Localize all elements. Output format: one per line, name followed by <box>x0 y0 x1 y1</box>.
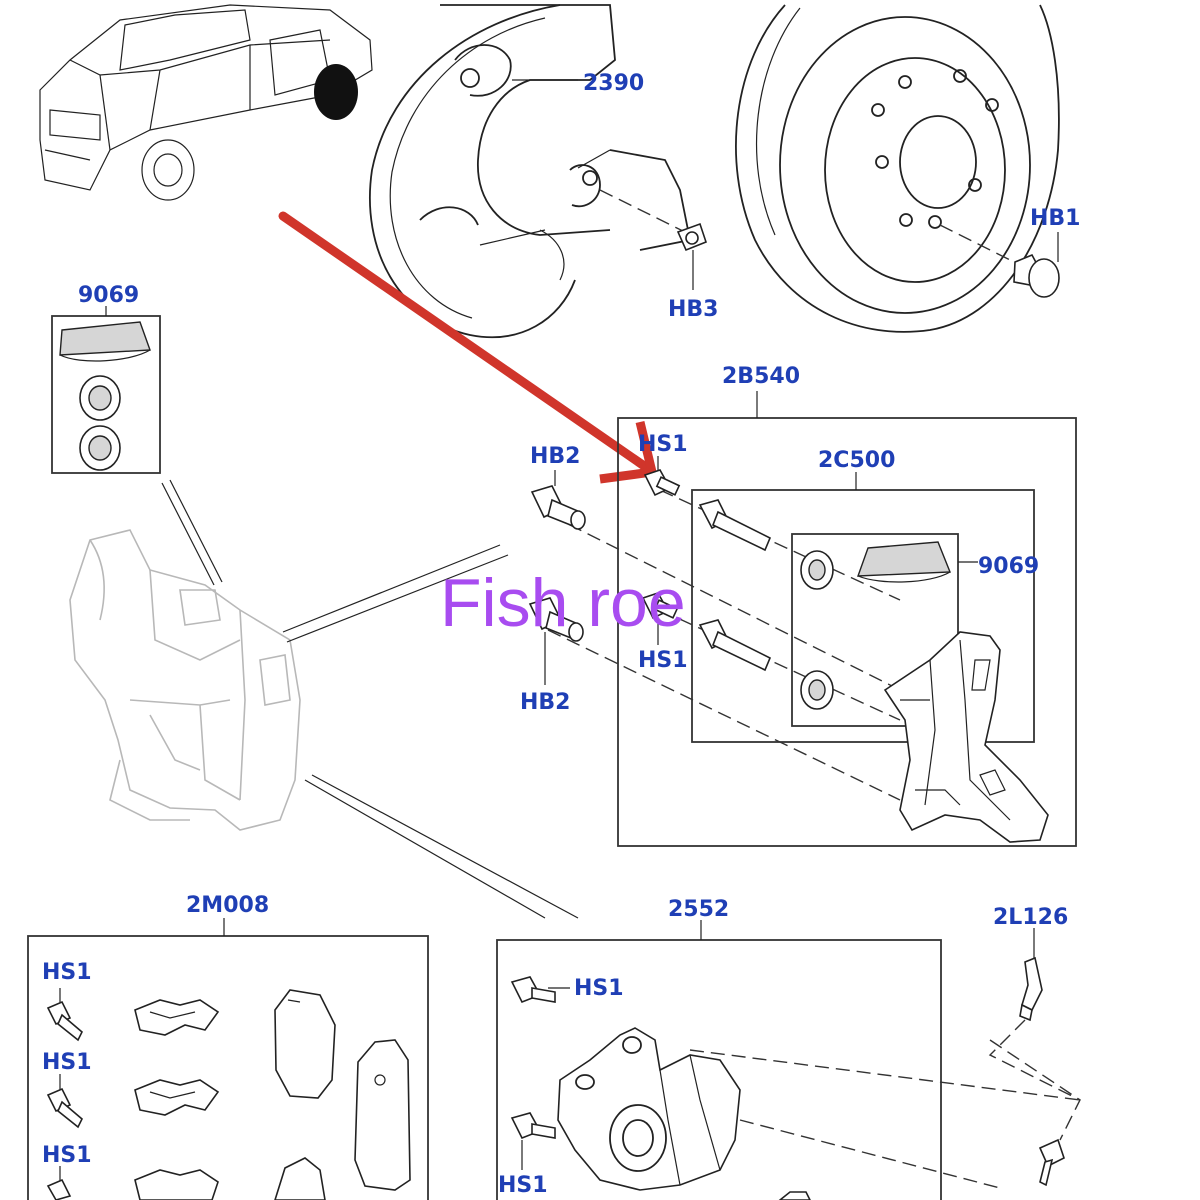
vehicle-illustration <box>39 4 373 201</box>
label-hs1-top: HS1 <box>638 432 688 457</box>
label-hb2-top: HB2 <box>530 444 581 469</box>
hb3-bolt <box>676 222 707 290</box>
bracket-kit-box <box>547 391 1077 847</box>
label-hb3: HB3 <box>668 297 719 322</box>
label-2l126: 2L126 <box>993 905 1068 930</box>
label-hb1: HB1 <box>1030 206 1081 231</box>
hb2-bolts <box>528 470 586 685</box>
label-9069-top: 9069 <box>78 283 139 308</box>
brake-disc-part <box>735 4 1060 333</box>
label-2552: 2552 <box>668 897 729 922</box>
label-pad-hs1-2: HS1 <box>42 1050 92 1075</box>
label-2b540: 2B540 <box>722 364 800 389</box>
label-2c500: 2C500 <box>818 448 895 473</box>
label-hb2-bottom: HB2 <box>520 690 571 715</box>
label-9069-inner: 9069 <box>978 554 1039 579</box>
pointer-arrow <box>278 211 658 484</box>
pad-kit-box-left <box>51 306 161 474</box>
label-pad-hs1-3: HS1 <box>42 1143 92 1168</box>
label-caliper-hs1-bottom: HS1 <box>498 1173 548 1198</box>
dust-shield-part <box>368 4 692 339</box>
wear-sensor-part <box>988 928 1081 1187</box>
hb1-bolt <box>1013 232 1060 298</box>
label-hs1-mid: HS1 <box>638 648 688 673</box>
label-2m008: 2M008 <box>186 893 269 918</box>
watermark-text: Fish roe <box>440 565 686 641</box>
part-labels: 2390 HB3 HB1 9069 2B540 2C500 9069 HB2 H… <box>42 71 1081 1198</box>
pad-set-box <box>27 918 429 1200</box>
caliper-box <box>496 920 1081 1200</box>
label-pad-hs1-1: HS1 <box>42 960 92 985</box>
assembled-caliper-illustration <box>69 479 579 919</box>
label-caliper-hs1-top: HS1 <box>574 976 624 1001</box>
label-2390: 2390 <box>583 71 644 96</box>
